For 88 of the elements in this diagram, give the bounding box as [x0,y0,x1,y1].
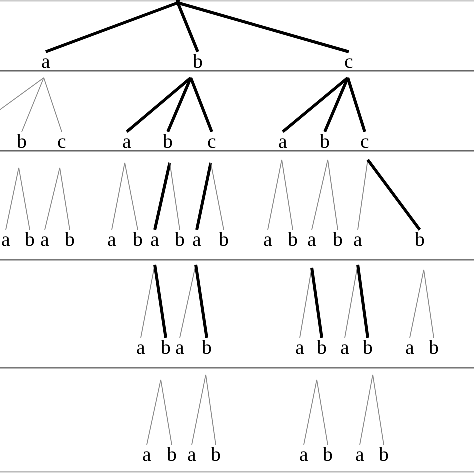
branch-line [146,380,162,446]
node-letter: b [363,338,373,358]
branch-line [166,77,192,133]
node-letter: c [58,132,66,152]
branch-line [176,2,200,53]
node-letter: b [219,230,229,250]
node-letter: b [25,230,35,250]
node-letter: b [317,338,327,358]
branch-line [356,264,370,338]
node-letter: a [192,230,202,250]
branch-line [44,168,60,230]
branch-line [312,160,328,230]
node-letter: a [278,132,288,152]
branch-line [192,374,206,446]
node-letter: b [167,445,177,465]
node-letter: a [264,230,272,250]
node-letter: b [161,338,171,358]
node-letter: c [208,132,216,152]
branch-line [6,168,20,230]
node-letter: b [65,230,75,250]
branch-line [196,162,212,230]
branch-line [304,380,318,446]
node-letter: c [360,132,370,152]
branch-line [372,374,384,446]
node-letter: b [333,230,343,250]
node-letter: b [323,445,333,465]
node-letter: a [122,132,132,152]
branch-line [210,162,224,230]
node-letter: a [108,230,116,250]
node-letter: a [296,338,304,358]
node-letter: a [176,338,184,358]
branch-line [316,380,328,446]
branch-line [194,264,208,338]
node-letter: b [17,132,27,152]
node-letter: a [406,338,414,358]
branch-line [18,168,30,230]
node-letter: a [308,230,316,250]
branch-line [206,374,216,446]
branch-line [160,380,172,446]
node-letter: b [211,445,221,465]
branch-line [324,77,350,133]
node-letter: a [150,230,160,250]
branch-line [346,78,366,132]
branch-line [190,77,214,133]
branch-line [282,76,349,134]
node-letter: a [142,445,152,465]
branch-line [154,162,172,230]
branch-line [126,76,192,134]
branch-line [328,160,338,230]
node-letter: a [300,445,308,465]
node-letter: b [415,230,425,250]
branch-line [358,160,368,230]
node-letter: a [42,52,50,72]
branch-line [360,374,374,446]
branch-line [44,78,62,132]
branch-line [60,168,70,230]
node-letter: a [340,338,350,358]
node-letter: a [40,230,50,250]
node-letter: b [202,338,212,358]
branch-line [178,2,350,54]
branch-line [124,162,138,230]
branch-line [170,162,180,230]
node-letter: b [320,132,330,152]
branch-line [424,270,434,338]
node-letter: a [356,445,364,465]
node-letter: c [344,52,354,72]
branch-line [366,159,422,231]
branch-line [310,268,324,338]
node-letter: b [175,230,185,250]
branch-line [0,78,44,110]
branch-line [112,162,126,230]
branch-line [282,160,294,230]
node-letter: a [354,230,362,250]
node-letter: a [136,338,146,358]
node-letter: a [2,230,10,250]
node-letter: a [188,445,196,465]
node-letter: b [429,338,439,358]
branch-line [22,78,44,132]
node-letter: b [288,230,298,250]
node-letter: b [379,445,389,465]
node-letter: b [133,230,143,250]
node-letter: b [193,52,203,72]
node-letter: b [163,132,173,152]
branch-line [45,2,179,54]
root-point [176,0,180,3]
branch-line [410,270,424,338]
branch-line [268,160,282,230]
branch-line [154,264,168,338]
